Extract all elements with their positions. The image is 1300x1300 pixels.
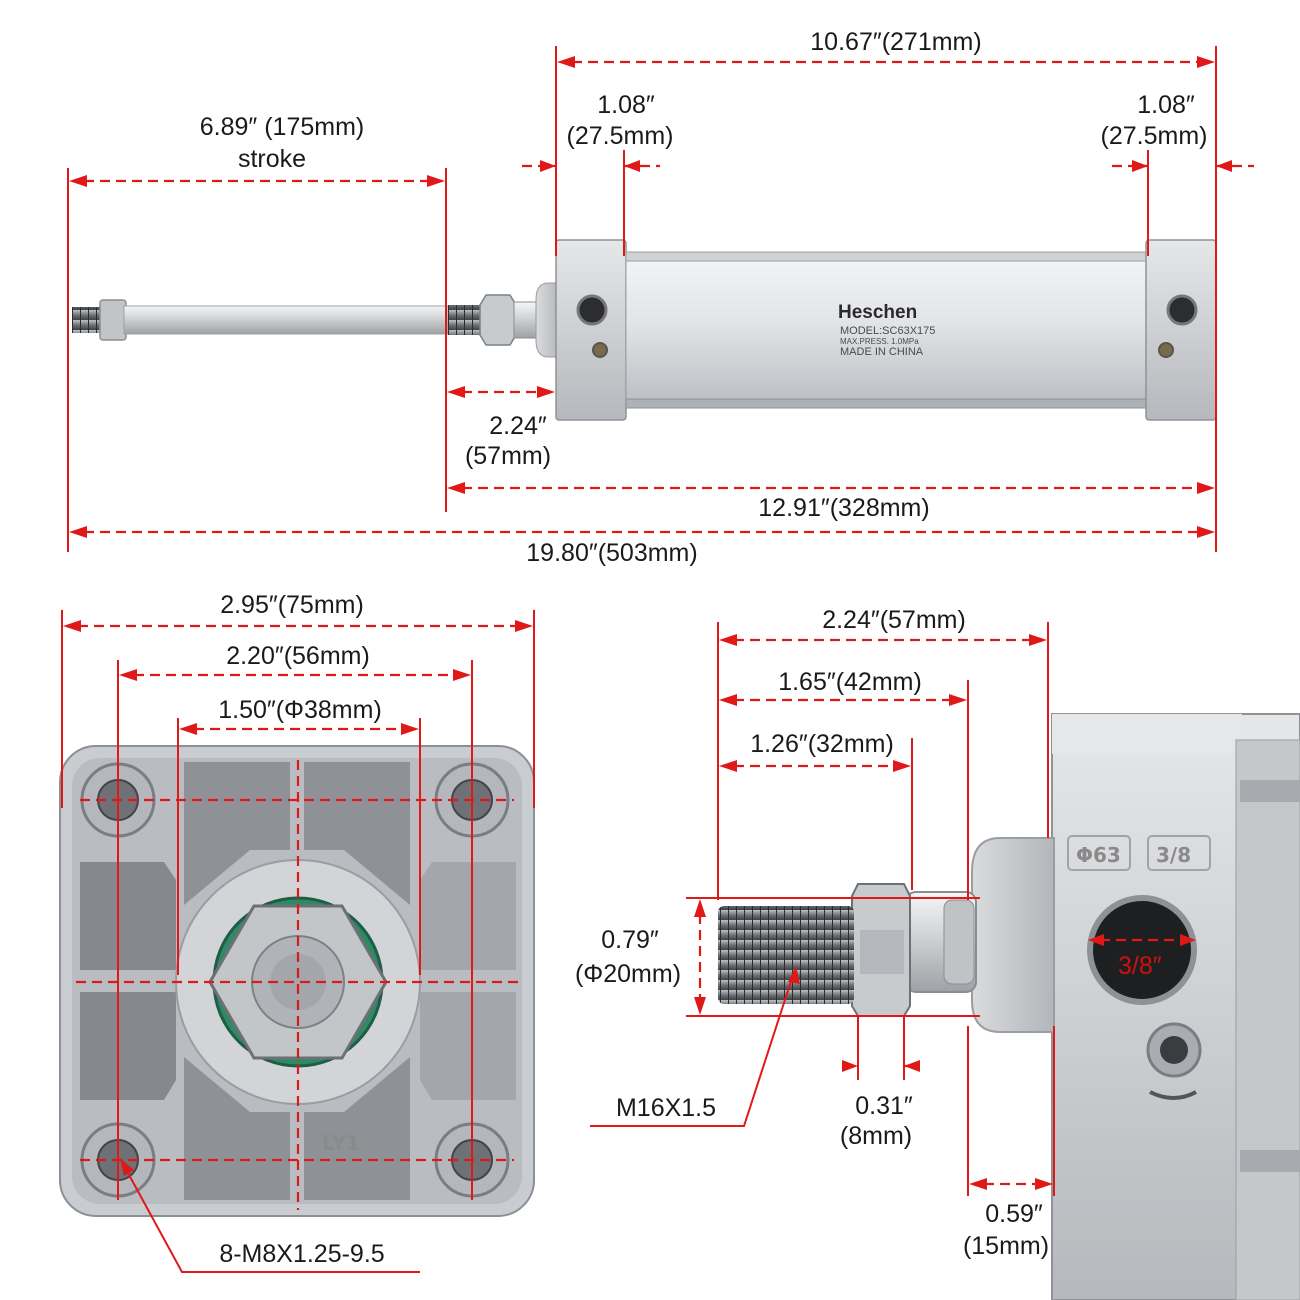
mounting-thread-label: 8-M8X1.25-9.5: [219, 1240, 384, 1268]
cylinder-side-view: Heschen MODEL:SC63X175 MAX.PRESS. 1.0MPa…: [72, 239, 1217, 421]
nut-thickness-in: 0.31″: [855, 1092, 913, 1120]
front-cap-length-in: 1.08″: [597, 91, 655, 119]
port-size-label: 3/8″: [1118, 952, 1162, 980]
rear-cushion-screw: [1158, 342, 1174, 358]
front-length-label: 2.24″(57mm): [822, 606, 966, 634]
bolt-spacing-label: 2.20″(56mm): [226, 642, 370, 670]
thread-diameter-in: 0.79″: [601, 926, 659, 954]
max-pressure: MAX.PRESS. 1.0MPa: [840, 337, 919, 346]
stroke-length-label: 6.89″ (175mm): [200, 113, 364, 141]
model-number: MODEL:SC63X175: [840, 325, 935, 337]
thread-diameter-mm: (Φ20mm): [575, 960, 681, 988]
rod-detail-dimensions: 2.24″(57mm) 1.65″(42mm) 1.26″(32mm) 0.79…: [575, 606, 1196, 1260]
bore-stamp: Φ63: [1076, 843, 1121, 867]
rear-cap-length-mm: (27.5mm): [1101, 122, 1208, 150]
front-end-cap: [555, 239, 627, 421]
thread-length-label: 1.26″(32mm): [750, 730, 894, 758]
rear-air-port: [1166, 294, 1198, 326]
stroke-word: stroke: [238, 145, 306, 173]
boss-length-mm: (15mm): [963, 1232, 1049, 1260]
detail-air-port: [1087, 895, 1197, 1005]
front-boss: [535, 282, 561, 358]
front-cap-length-mm: (27.5mm): [567, 122, 674, 150]
detail-thread: [718, 906, 854, 1004]
retracted-length-label: 12.91″(328mm): [758, 494, 929, 522]
face-stamp: LY1: [322, 1131, 360, 1155]
front-cushion-screw: [592, 342, 608, 358]
piston-rod: [123, 305, 449, 335]
end-plate-width-label: 2.95″(75mm): [220, 591, 364, 619]
thread-spec-label: M16X1.5: [616, 1094, 716, 1122]
rod-extension-mm: (57mm): [465, 442, 551, 470]
end-view-dimensions: 2.95″(75mm) 2.20″(56mm) 1.50″(Φ38mm) 8-M…: [61, 591, 535, 1273]
country-origin: MADE IN CHINA: [840, 346, 924, 358]
rod-extension-in: 2.24″: [489, 412, 547, 440]
rod-to-boss-label: 1.65″(42mm): [778, 668, 922, 696]
boss-diameter-label: 1.50″(Φ38mm): [218, 696, 382, 724]
total-length-label: 19.80″(503mm): [526, 539, 697, 567]
rod-end-detail: Φ63 3/8 3/8″: [718, 713, 1300, 1300]
nut-thickness-mm: (8mm): [840, 1122, 912, 1150]
rear-end-cap: [1145, 239, 1217, 421]
rear-cap-length-in: 1.08″: [1137, 91, 1195, 119]
boss-length-in: 0.59″: [985, 1200, 1043, 1228]
front-air-port: [576, 294, 608, 326]
body-length-label: 10.67″(271mm): [810, 28, 981, 56]
brand-name: Heschen: [838, 302, 917, 323]
rod-tip-nut: [99, 299, 127, 341]
detail-front-boss: [971, 837, 1055, 1033]
port-stamp: 3/8: [1156, 843, 1191, 867]
side-view-dimensions: 10.67″(271mm) 1.08″ (27.5mm) 1.08″ (27.5…: [67, 28, 1254, 567]
rod-nut: [479, 294, 517, 346]
